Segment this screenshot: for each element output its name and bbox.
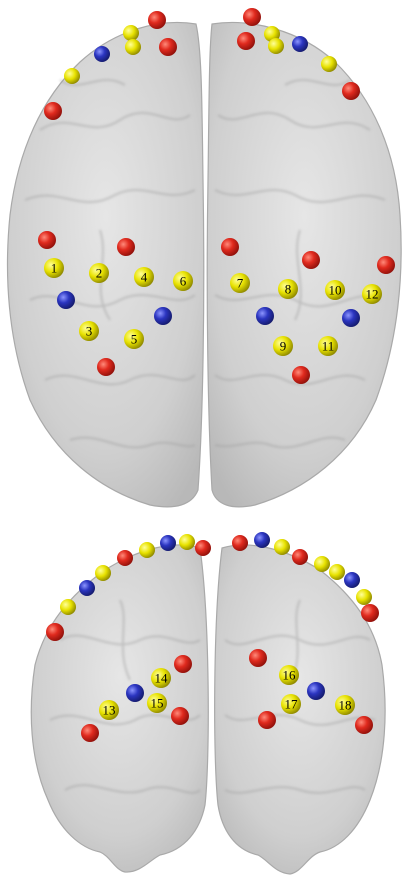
red-electrode <box>221 238 239 256</box>
red-electrode <box>159 38 177 56</box>
labeled-electrode-17: 17 <box>281 694 301 714</box>
blue-electrode <box>94 46 110 62</box>
yellow-electrode <box>95 565 111 581</box>
labeled-electrode-13: 13 <box>99 700 119 720</box>
red-electrode <box>117 550 133 566</box>
labeled-electrode-11: 11 <box>318 336 338 356</box>
svg-text:14: 14 <box>155 671 169 686</box>
svg-text:1: 1 <box>51 261 58 276</box>
labeled-electrode-10: 10 <box>325 280 345 300</box>
svg-text:12: 12 <box>366 287 379 302</box>
svg-text:18: 18 <box>339 698 352 713</box>
labeled-electrode-15: 15 <box>147 693 167 713</box>
svg-text:9: 9 <box>280 339 287 354</box>
red-electrode <box>81 724 99 742</box>
red-electrode <box>243 8 261 26</box>
svg-text:5: 5 <box>131 332 138 347</box>
labeled-electrode-9: 9 <box>273 336 293 356</box>
back-view: 13 14 15 16 17 18 <box>31 532 385 874</box>
yellow-electrode <box>123 25 139 41</box>
yellow-electrode <box>64 68 80 84</box>
red-electrode <box>292 549 308 565</box>
labeled-electrode-6: 6 <box>173 271 193 291</box>
red-electrode <box>171 707 189 725</box>
svg-text:17: 17 <box>285 697 299 712</box>
svg-text:6: 6 <box>180 274 187 289</box>
yellow-electrode <box>179 534 195 550</box>
red-electrode <box>361 604 379 622</box>
red-electrode <box>302 251 320 269</box>
red-electrode <box>174 655 192 673</box>
blue-electrode <box>79 580 95 596</box>
svg-text:2: 2 <box>96 266 103 281</box>
red-electrode <box>377 256 395 274</box>
svg-text:15: 15 <box>151 696 164 711</box>
yellow-electrode <box>314 556 330 572</box>
red-electrode <box>249 649 267 667</box>
blue-electrode <box>254 532 270 548</box>
svg-text:3: 3 <box>86 324 93 339</box>
svg-text:13: 13 <box>103 703 116 718</box>
blue-electrode <box>154 307 172 325</box>
blue-electrode <box>160 535 176 551</box>
blue-electrode <box>126 684 144 702</box>
red-electrode <box>355 716 373 734</box>
red-electrode <box>38 231 56 249</box>
svg-text:8: 8 <box>285 282 292 297</box>
yellow-electrode <box>125 39 141 55</box>
red-electrode <box>46 623 64 641</box>
labeled-electrode-1: 1 <box>44 258 64 278</box>
red-electrode <box>342 82 360 100</box>
red-electrode <box>237 32 255 50</box>
labeled-electrode-3: 3 <box>79 321 99 341</box>
blue-electrode <box>292 36 308 52</box>
svg-text:11: 11 <box>322 339 335 354</box>
labeled-electrode-16: 16 <box>279 665 299 685</box>
yellow-electrode <box>321 56 337 72</box>
yellow-electrode <box>60 599 76 615</box>
svg-text:16: 16 <box>283 668 297 683</box>
labeled-electrode-5: 5 <box>124 329 144 349</box>
labeled-electrode-7: 7 <box>230 273 250 293</box>
red-electrode <box>292 366 310 384</box>
red-electrode <box>258 711 276 729</box>
red-electrode <box>117 238 135 256</box>
labeled-electrode-4: 4 <box>134 267 154 287</box>
yellow-electrode <box>139 542 155 558</box>
top-view: 1 2 3 4 5 6 7 <box>7 8 401 507</box>
red-electrode <box>148 11 166 29</box>
svg-text:10: 10 <box>329 283 342 298</box>
svg-text:7: 7 <box>237 276 244 291</box>
blue-electrode <box>342 309 360 327</box>
yellow-electrode <box>356 589 372 605</box>
yellow-electrode <box>329 564 345 580</box>
red-electrode <box>195 540 211 556</box>
blue-electrode <box>307 682 325 700</box>
left-hemisphere <box>7 23 203 507</box>
labeled-electrode-14: 14 <box>151 668 171 688</box>
labeled-electrode-12: 12 <box>362 284 382 304</box>
yellow-electrode <box>274 539 290 555</box>
labeled-electrode-8: 8 <box>278 279 298 299</box>
blue-electrode <box>256 307 274 325</box>
blue-electrode <box>57 291 75 309</box>
yellow-electrode <box>268 38 284 54</box>
labeled-electrode-18: 18 <box>335 695 355 715</box>
red-electrode <box>97 358 115 376</box>
svg-text:4: 4 <box>141 270 148 285</box>
blue-electrode <box>344 572 360 588</box>
red-electrode <box>232 535 248 551</box>
labeled-electrode-2: 2 <box>89 263 109 283</box>
red-electrode <box>44 102 62 120</box>
